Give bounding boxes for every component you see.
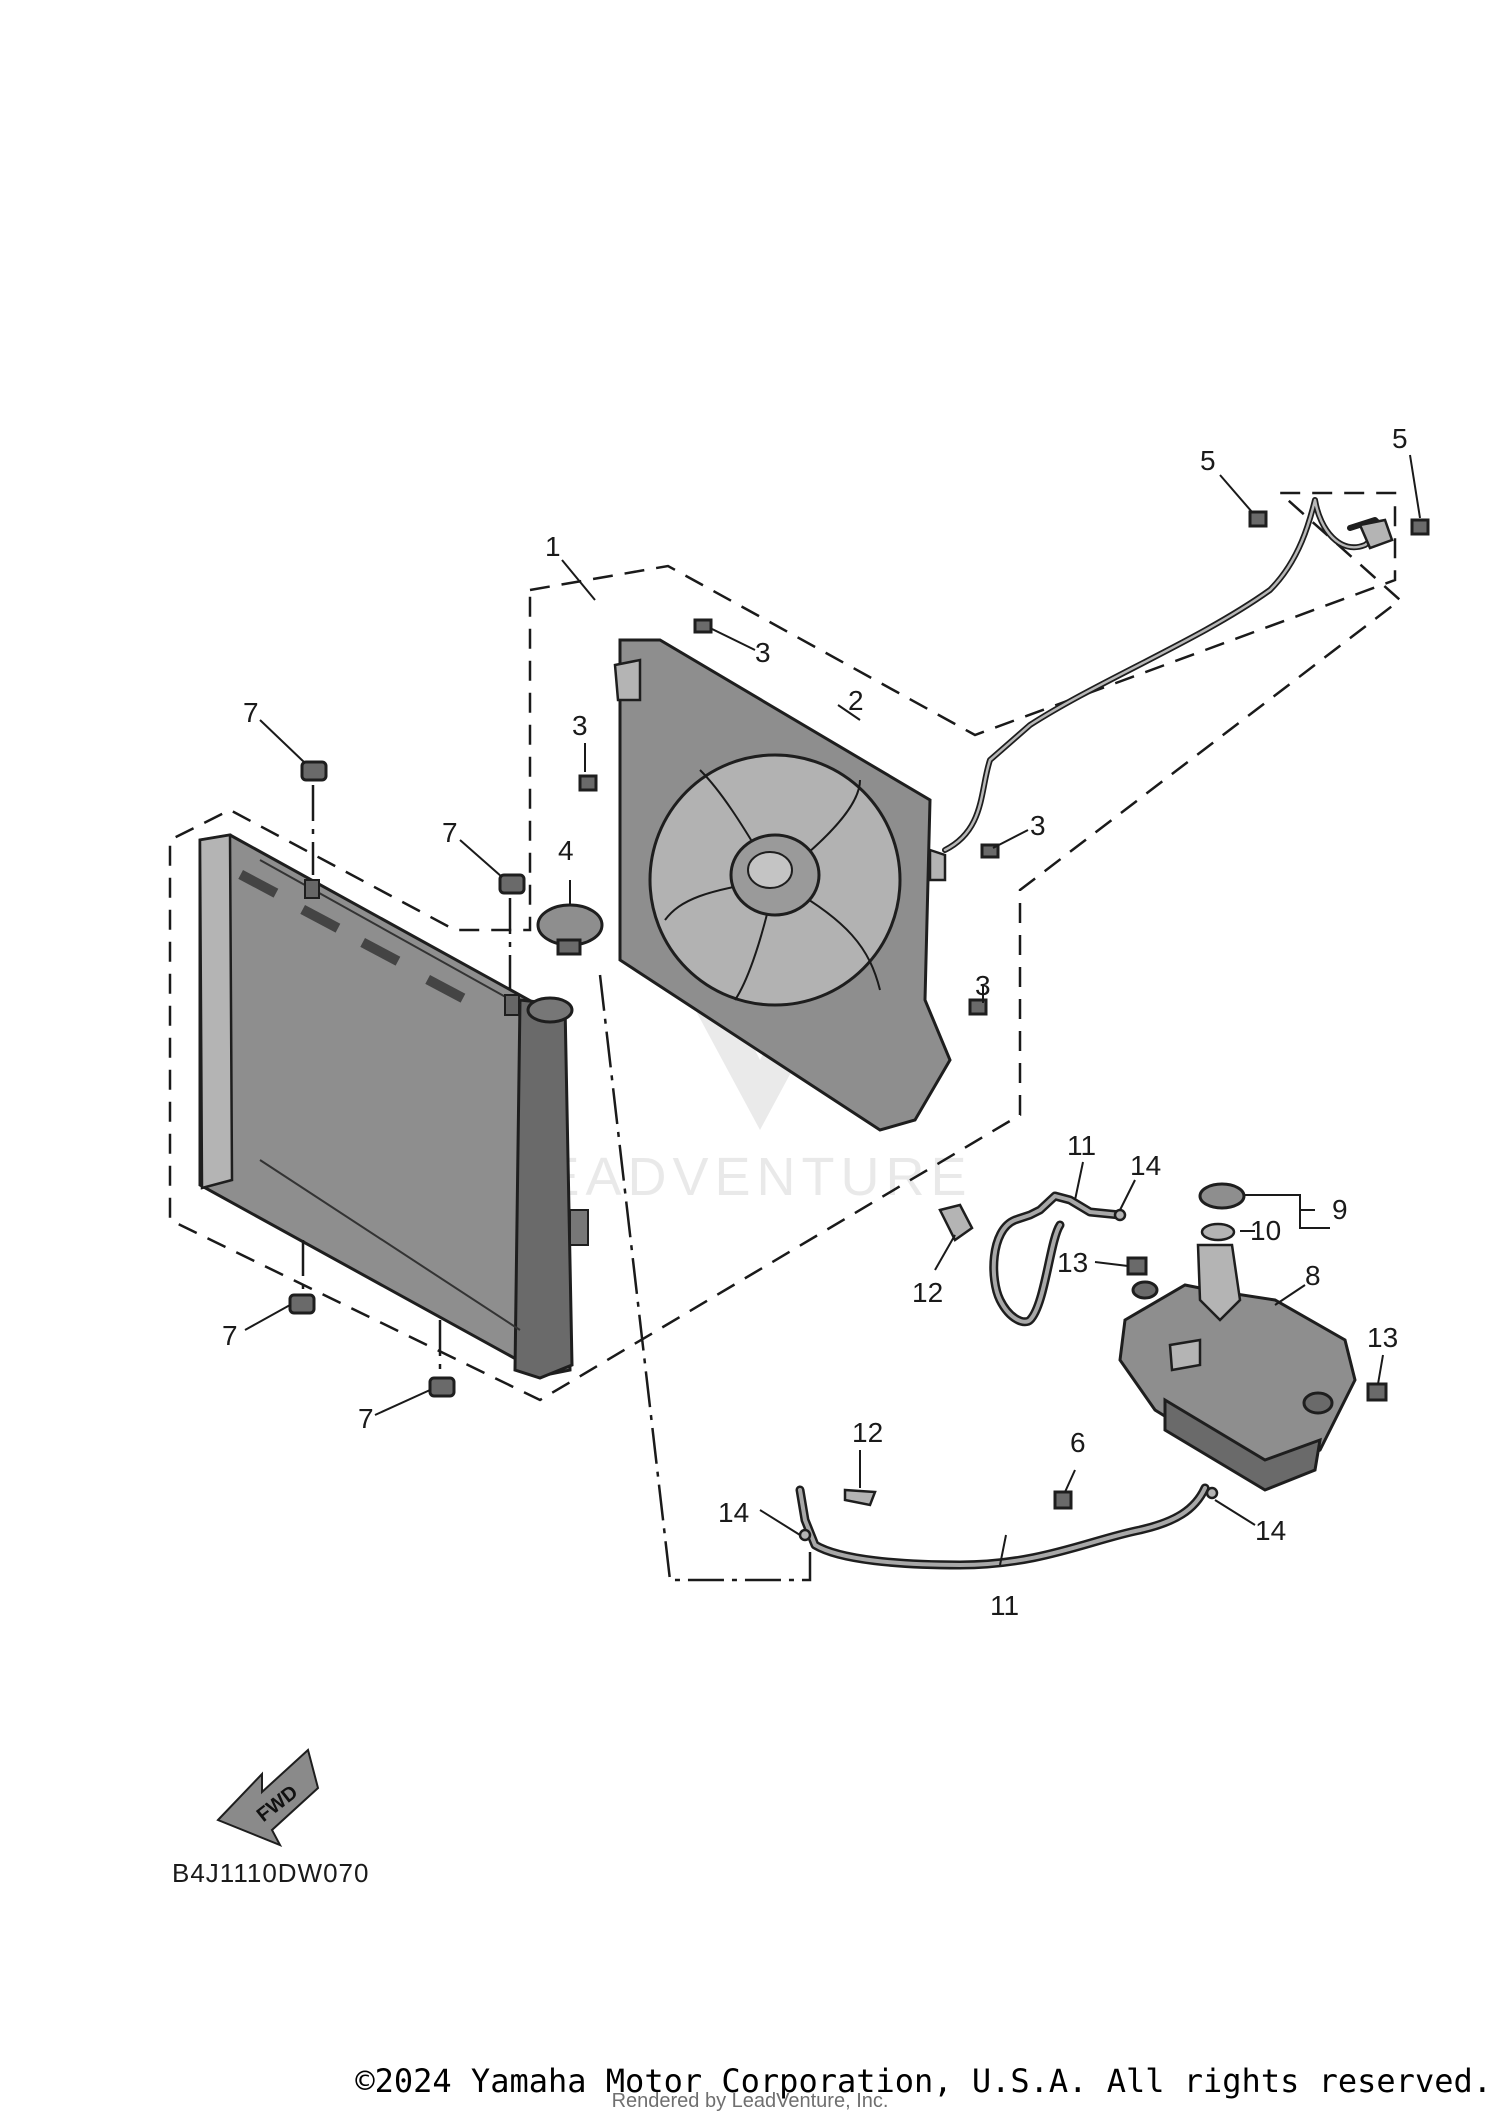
callout-10: 10: [1250, 1215, 1281, 1246]
assembly-1-outline: [168, 491, 1402, 1402]
callout-11-lower: 11: [990, 1590, 1019, 1621]
reservoir-tank: [1118, 1243, 1357, 1492]
bolt-13-left: [1126, 1256, 1148, 1276]
grommet-7-top-left: [300, 760, 328, 782]
callout-12-upper: 12: [912, 1277, 943, 1308]
diagram-code: B4J1110DW070: [172, 1858, 369, 1888]
reservoir-cap: [1198, 1182, 1246, 1210]
grommet-7-bottom-left: [288, 1293, 316, 1315]
fan-motor-assembly: [613, 638, 952, 1132]
callout-labels: 1 2 3 3 3 3 4 5 5 6 7 7 7 7 8 9 10 11 11…: [222, 423, 1408, 1621]
bolt-6: [1053, 1490, 1073, 1510]
cap-seal: [1200, 1222, 1236, 1242]
callout-7-top-left: 7: [243, 697, 259, 728]
exploded-parts-diagram: LEADVENTURE: [168, 423, 1430, 1888]
callout-3-bottom: 3: [975, 970, 991, 1001]
bolt-5-left: [1248, 510, 1268, 528]
callout-13-left: 13: [1057, 1247, 1088, 1278]
callout-7-bottom-left: 7: [222, 1320, 238, 1351]
callout-14-lower-right: 14: [1255, 1515, 1286, 1546]
callout-7-top-mid: 7: [442, 817, 458, 848]
copyright-notice: ©2024 Yamaha Motor Corporation, U.S.A. A…: [355, 2062, 1492, 2100]
callout-13-right: 13: [1367, 1322, 1398, 1353]
clamp-14-lower-right: [1205, 1486, 1219, 1500]
callout-3-right: 3: [1030, 810, 1046, 841]
callout-14-upper: 14: [1130, 1150, 1161, 1181]
callout-9: 9: [1332, 1194, 1348, 1225]
callout-5-left: 5: [1200, 445, 1216, 476]
callout-7-bottom-right: 7: [358, 1403, 374, 1434]
overflow-hose-upper: [989, 1191, 1125, 1327]
clamp-12-lower: [843, 1488, 877, 1507]
callout-14-lower-left: 14: [718, 1497, 749, 1528]
radiator-cap: [536, 903, 604, 956]
forward-direction-arrow: FWD: [216, 1748, 320, 1847]
overflow-hose-lower: [795, 1483, 1210, 1570]
clamp-14-upper: [1113, 1208, 1127, 1222]
bolt-5-right: [1410, 518, 1430, 536]
radiator: [198, 833, 589, 1380]
fwd-arrow-icon: [216, 1748, 320, 1847]
hose-routing-line: [598, 974, 812, 1582]
callout-4: 4: [558, 835, 574, 866]
grommet-7-bottom-right: [428, 1376, 456, 1398]
callout-11-upper: 11: [1067, 1130, 1096, 1161]
callout-2: 2: [848, 685, 864, 716]
callout-6: 6: [1070, 1427, 1086, 1458]
grommet-7-top-mid: [498, 873, 526, 895]
rendered-by-notice: Rendered by LeadVenture, Inc.: [611, 2090, 889, 2112]
callout-1: 1: [545, 531, 561, 562]
callout-3-top: 3: [755, 637, 771, 668]
callout-8: 8: [1305, 1260, 1321, 1291]
callout-12-lower: 12: [852, 1417, 883, 1448]
bolt-13-right: [1366, 1382, 1388, 1402]
callout-3-left: 3: [572, 710, 588, 741]
watermark-brand-text: LEADVENTURE: [507, 1147, 972, 1207]
callout-5-right: 5: [1392, 423, 1408, 454]
clamp-12-upper: [938, 1203, 974, 1242]
fan-wire-harness: [942, 497, 1394, 853]
callout-leader-lines: [244, 454, 1421, 1566]
clamp-14-lower-left: [798, 1528, 812, 1542]
